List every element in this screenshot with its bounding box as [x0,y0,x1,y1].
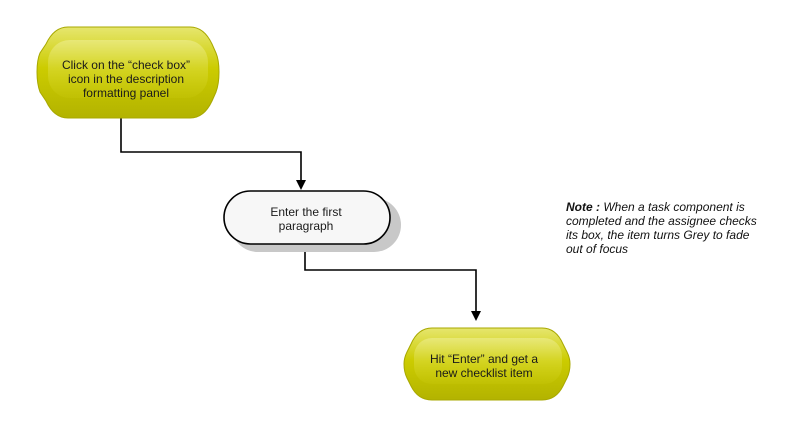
note-text: When a task component is completed and t… [566,200,757,256]
arrowhead-step3 [471,311,481,321]
connector-step2-to-step3 [304,245,477,314]
connector-step1-to-step2 [120,118,302,186]
step1-label: Click on the “check box” icon in the des… [61,58,191,100]
arrowhead-step2 [296,180,306,190]
step3-label: Hit “Enter” and get a new checklist item [429,352,539,380]
note-annotation: Note : When a task component is complete… [566,200,766,256]
flowchart-node-step3 [403,327,571,401]
note-label: Note : [566,200,600,214]
flowchart-node-step2 [223,190,401,252]
flowchart-node-step1 [36,26,220,119]
step2-label: Enter the first paragraph [270,205,342,233]
